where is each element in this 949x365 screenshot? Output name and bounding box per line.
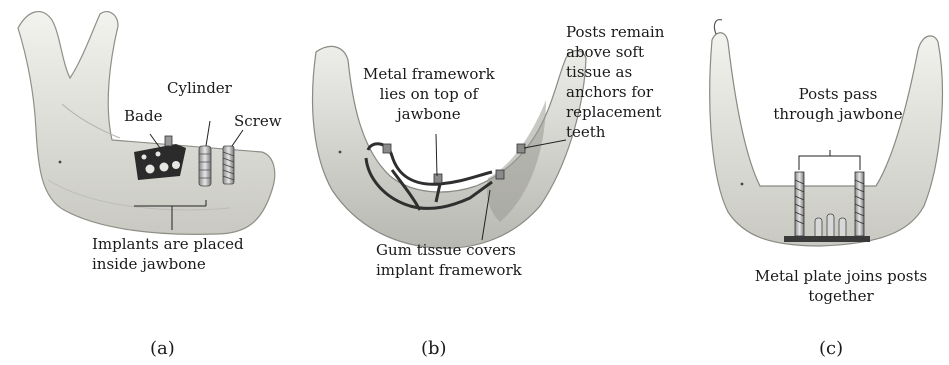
label-screw: Screw — [234, 111, 282, 131]
label-gum-line2: implant framework — [376, 260, 522, 280]
label-implants-line2: inside jawbone — [92, 254, 244, 274]
caption-a: (a) — [150, 338, 175, 359]
label-plate-line1: Metal plate joins posts — [735, 266, 947, 286]
label-pass-line1: Posts pass — [768, 84, 908, 104]
label-cylinder: Cylinder — [167, 78, 232, 98]
mandible-front-view — [710, 20, 943, 246]
caption-c: (c) — [819, 338, 843, 359]
label-gum-line1: Gum tissue covers — [376, 240, 522, 260]
label-gum-tissue: Gum tissue covers implant framework — [376, 240, 522, 280]
label-metal-framework: Metal framework lies on top of jawbone — [363, 64, 495, 124]
label-posts-line1: Posts remain — [566, 22, 664, 42]
label-posts-line2: above soft — [566, 42, 664, 62]
metal-plate-icon — [784, 236, 870, 242]
label-posts-line4: anchors for — [566, 82, 664, 102]
label-posts-line3: tissue as — [566, 62, 664, 82]
label-posts-pass: Posts pass through jawbone — [768, 84, 908, 124]
label-metal-plate: Metal plate joins posts together — [735, 266, 947, 306]
label-posts-remain: Posts remain above soft tissue as anchor… — [566, 22, 664, 142]
label-metal-line1: Metal framework — [363, 64, 495, 84]
label-metal-line2: lies on top of — [363, 84, 495, 104]
label-plate-line2: together — [735, 286, 947, 306]
label-bade: Bade — [124, 106, 162, 126]
caption-b: (b) — [421, 338, 447, 359]
label-metal-line3: jawbone — [363, 104, 495, 124]
label-pass-line2: through jawbone — [768, 104, 908, 124]
label-posts-line5: replacement — [566, 102, 664, 122]
label-implants-line1: Implants are placed — [92, 234, 244, 254]
cylinder-implant-icon — [199, 146, 211, 186]
label-implants: Implants are placed inside jawbone — [92, 234, 244, 274]
label-posts-line6: teeth — [566, 122, 664, 142]
screw-implant-icon — [223, 146, 234, 184]
